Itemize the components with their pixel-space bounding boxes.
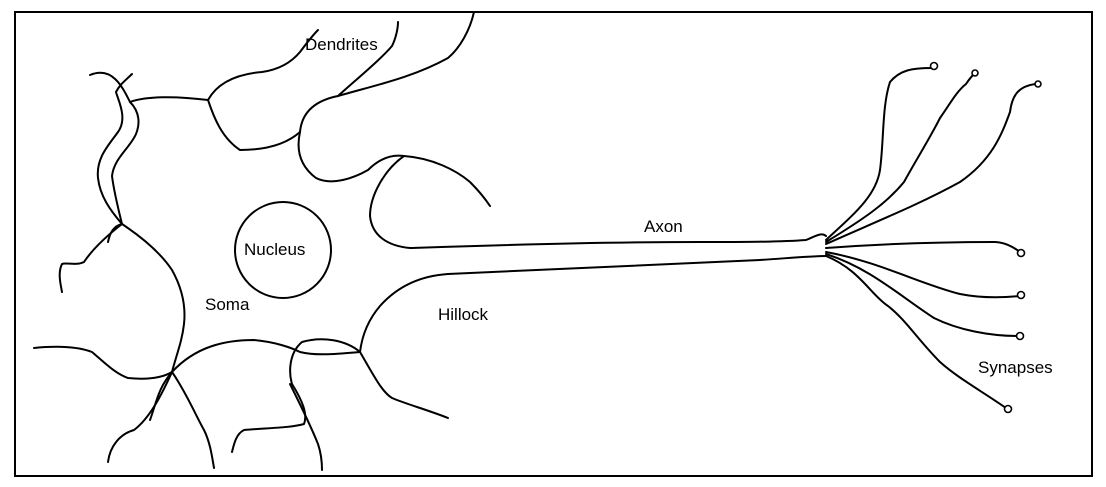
label-axon: Axon [644, 217, 683, 236]
synapse-terminal-6 [1017, 333, 1024, 340]
synapse-branch-1 [826, 68, 932, 240]
axon-upper [700, 234, 826, 242]
synapse-branch-3 [826, 84, 1036, 244]
synapse-terminal-1 [931, 63, 938, 70]
soma-outline [122, 156, 700, 372]
dendrite-left-lower [60, 224, 122, 292]
synapse-branches [826, 68, 1036, 408]
axon [360, 234, 826, 352]
soma-left-edge [122, 224, 185, 372]
soma-bottom-edge [172, 340, 360, 372]
label-hillock: Hillock [438, 305, 489, 324]
axon-lower [360, 256, 826, 352]
synapse-terminal-4 [1018, 250, 1025, 257]
dendrite-top-right [338, 22, 398, 96]
synapse-terminal-2 [972, 70, 978, 76]
dendrite-top-branch [208, 30, 318, 100]
dendrite-top-left [90, 12, 474, 150]
label-dendrites: Dendrites [305, 35, 378, 54]
dendrite-bottom-branch-2 [172, 372, 214, 468]
label-nucleus: Nucleus [244, 240, 305, 259]
dendrite-bottom-right [360, 352, 448, 418]
synapse-terminal-5 [1018, 292, 1025, 299]
dendrite-right-upper [299, 132, 490, 206]
synapse-terminal-3 [1035, 81, 1041, 87]
label-soma: Soma [205, 295, 250, 314]
synapse-branch-6 [826, 254, 1018, 336]
synapse-branch-4 [826, 242, 1020, 252]
synapse-terminal-7 [1005, 406, 1012, 413]
dendrite-bottom-center [290, 384, 322, 470]
synapse-branch-2 [826, 74, 974, 242]
labels: Dendrites Nucleus Soma Axon Hillock Syna… [205, 35, 1053, 377]
dendrite-bottom-left [34, 347, 172, 379]
label-synapses: Synapses [978, 358, 1053, 377]
dendrite-left-upper [108, 102, 138, 242]
